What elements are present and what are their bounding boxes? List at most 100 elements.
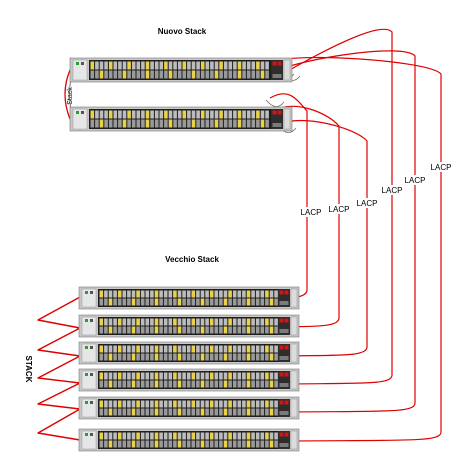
port [237,298,242,306]
port [182,408,186,416]
old-stack-cable [37,296,81,441]
port [136,110,141,119]
port [246,345,251,353]
status-led [90,401,93,404]
port [242,408,246,416]
port [113,432,117,440]
old-switch-6 [78,428,300,452]
port [136,298,140,306]
port [108,61,113,70]
port [182,326,186,334]
port [173,400,177,408]
port [219,345,223,353]
port [145,345,150,353]
port [140,408,145,416]
status-led [85,373,88,376]
port [131,110,136,119]
port [228,70,233,79]
port [251,345,255,353]
port [265,345,269,353]
port [186,400,191,408]
port [265,326,269,334]
port [159,400,163,408]
port [131,440,136,448]
port [200,440,205,448]
port [251,119,256,128]
port [150,432,154,440]
port [150,290,154,298]
port [145,290,150,298]
port [108,353,113,361]
port [177,298,182,306]
patch-cable [265,99,285,107]
port [237,110,242,119]
port [251,290,255,298]
port [145,61,150,70]
port [191,345,196,353]
port [136,372,140,380]
port [173,61,177,70]
port [260,119,265,128]
port [255,372,260,380]
port [108,380,113,388]
lacp-label-bg [381,185,403,195]
port [246,318,251,326]
port [223,326,228,334]
port [127,380,131,388]
uplink-port [279,400,284,405]
port [159,318,163,326]
port [141,119,145,128]
uplink-port [279,329,289,333]
port [219,440,223,448]
port [255,408,260,416]
port [104,408,108,416]
port [186,380,191,388]
port [168,70,173,79]
port [154,326,159,334]
port [237,290,242,298]
port [196,380,200,388]
port [136,345,140,353]
port [182,432,186,440]
port [242,400,246,408]
port [113,61,118,70]
port [145,353,150,361]
port [256,61,260,70]
port [251,400,255,408]
port [99,61,104,70]
port [131,61,136,70]
port [210,61,214,70]
port [118,70,122,79]
status-led [85,291,88,294]
port [209,400,214,408]
port [127,298,131,306]
port [150,70,154,79]
port [237,119,242,128]
port [223,353,228,361]
uplink-port [272,61,277,66]
port [140,298,145,306]
port [232,318,237,326]
port [168,432,173,440]
port [168,326,173,334]
port [191,70,196,79]
port [237,380,242,388]
port [260,290,265,298]
port [159,372,163,380]
port [200,110,205,119]
port [168,440,173,448]
lacp-label-bg [328,204,350,214]
port [196,70,200,79]
port [260,353,265,361]
port [145,408,150,416]
uplink-port [279,411,289,415]
port [187,61,191,70]
port [163,298,168,306]
uplink-port [284,318,289,323]
port [182,290,186,298]
port [269,326,274,334]
port [228,318,232,326]
port [177,380,182,388]
port [196,432,200,440]
